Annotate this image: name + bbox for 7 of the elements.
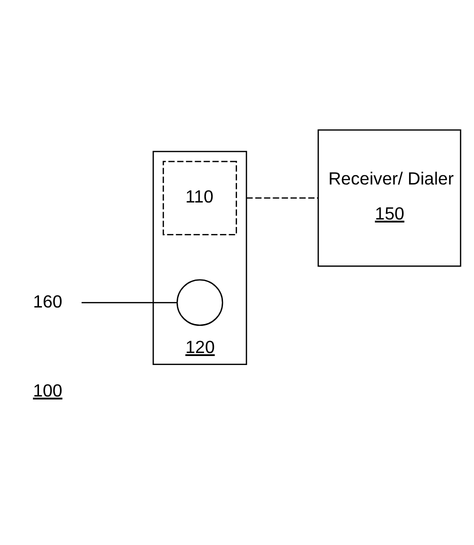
node-circle xyxy=(176,278,224,326)
connector xyxy=(246,196,318,198)
node-box: Receiver/ Dialer 150 xyxy=(318,128,462,266)
connector xyxy=(82,301,177,303)
node-box: 110 xyxy=(162,160,237,235)
label: 100 xyxy=(32,380,62,400)
node-text: 160 xyxy=(32,290,62,311)
